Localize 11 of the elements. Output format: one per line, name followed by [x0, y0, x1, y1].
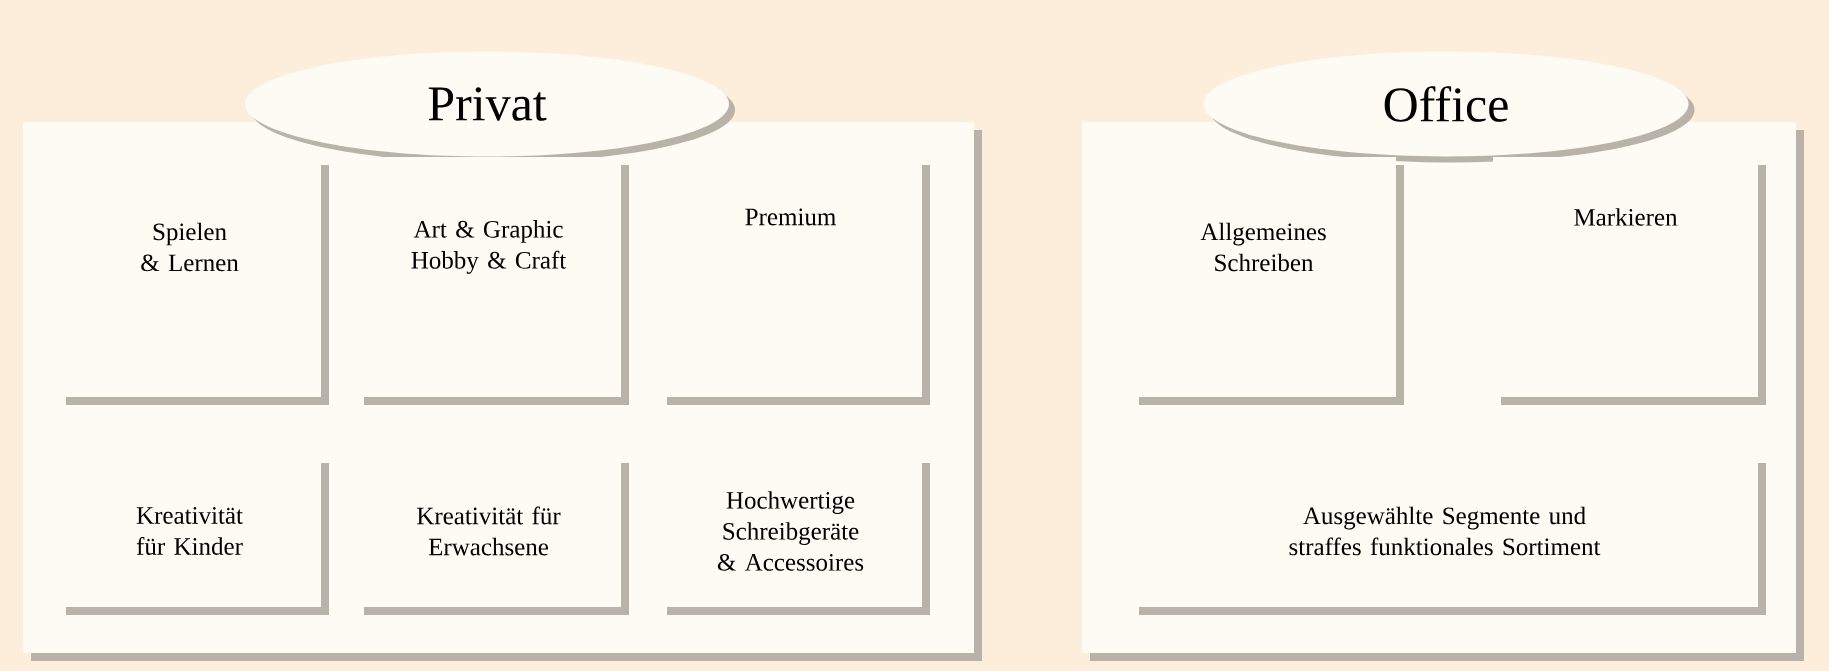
category-box: Art & Graphic Hobby & Craft [356, 157, 629, 405]
node-label: Privat [428, 87, 547, 121]
category-box: Premium [659, 157, 930, 405]
category-box: Kreativität für Kinder [58, 455, 329, 615]
category-box: Markieren [1493, 157, 1766, 405]
node-label: Office [1384, 86, 1508, 122]
category-box: Allgemeines Schreiben [1131, 157, 1404, 405]
category-box: Ausgewählte Segmente und straffes funktionales Sortiment [1131, 455, 1766, 615]
category-box: Spielen & Lernen [58, 157, 329, 405]
category-box: Kreativität für Erwachsene [356, 455, 629, 615]
category-box: Hochwertige Schreibgeräte & Accessoires [659, 455, 930, 615]
